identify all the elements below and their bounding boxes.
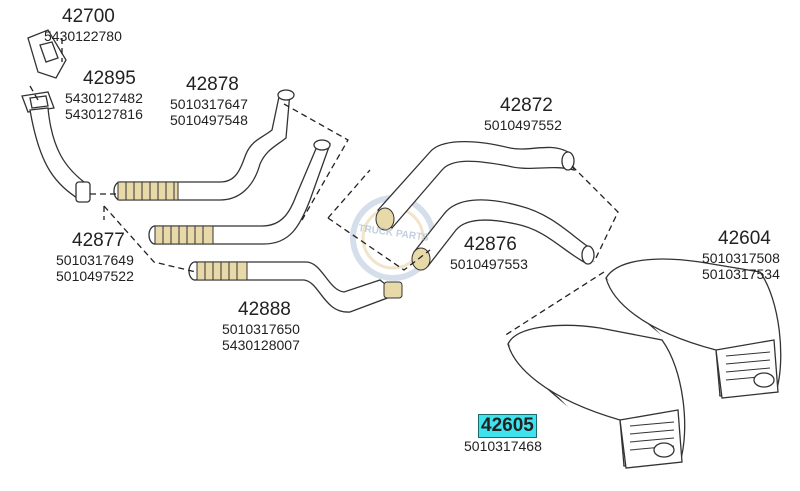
ref-number: 5010497522 [56,267,134,284]
part-number-highlighted[interactable]: 42605 [478,414,537,438]
label-42876: 42876 5010497553 [450,234,528,272]
pipe-42876[interactable] [411,199,595,271]
label-42700: 42700 5430122780 [44,6,122,44]
part-number[interactable]: 42888 [238,299,291,320]
ref-number: 5010317508 [702,249,780,266]
ref-number: 5010317647 [170,95,248,112]
label-42604: 42604 5010317508 5010317534 [702,228,780,282]
ref-number: 5010317649 [56,251,134,268]
label-42888: 42888 5010317650 5430128007 [222,299,300,353]
part-number[interactable]: 42877 [72,230,125,251]
muffler-42604[interactable] [605,258,782,399]
pipe-42872[interactable] [375,140,576,231]
part-number[interactable]: 42878 [186,74,239,95]
part-number[interactable]: 42876 [464,234,517,255]
label-42877: 42877 5010317649 5010497522 [56,230,134,284]
label-42878: 42878 5010317647 5010497548 [170,74,248,128]
part-number[interactable]: 42872 [500,95,553,116]
ref-number: 5430127816 [65,105,143,122]
flex-hose-lower [196,261,248,281]
part-number[interactable]: 42700 [62,6,115,27]
gasket-42895[interactable] [21,91,55,113]
ref-number: 5010317468 [464,437,542,454]
part-number[interactable]: 42895 [83,68,136,89]
downpipe[interactable] [29,107,91,203]
ref-number: 5430128007 [222,336,300,353]
muffler-42605[interactable] [507,324,686,469]
flex-hose-middle [154,225,214,245]
flange-42700[interactable] [27,29,67,79]
assembly-dash-lines [29,38,619,337]
part-number[interactable]: 42604 [718,228,771,249]
label-42872: 42872 5010497552 [484,95,562,133]
label-42605: 42605 5010317468 [464,414,542,454]
flex-hose-upper [117,181,179,201]
ref-number: 5010317534 [702,265,780,282]
ref-number: 5430127482 [65,89,143,106]
ref-number: 5010497552 [484,116,562,133]
ref-number: 5010317650 [222,320,300,337]
label-42895: 42895 5430127482 5430127816 [65,68,143,122]
ref-number: 5010497548 [170,111,248,128]
ref-number: 5010497553 [450,255,528,272]
ref-number: 5430122780 [44,27,122,44]
